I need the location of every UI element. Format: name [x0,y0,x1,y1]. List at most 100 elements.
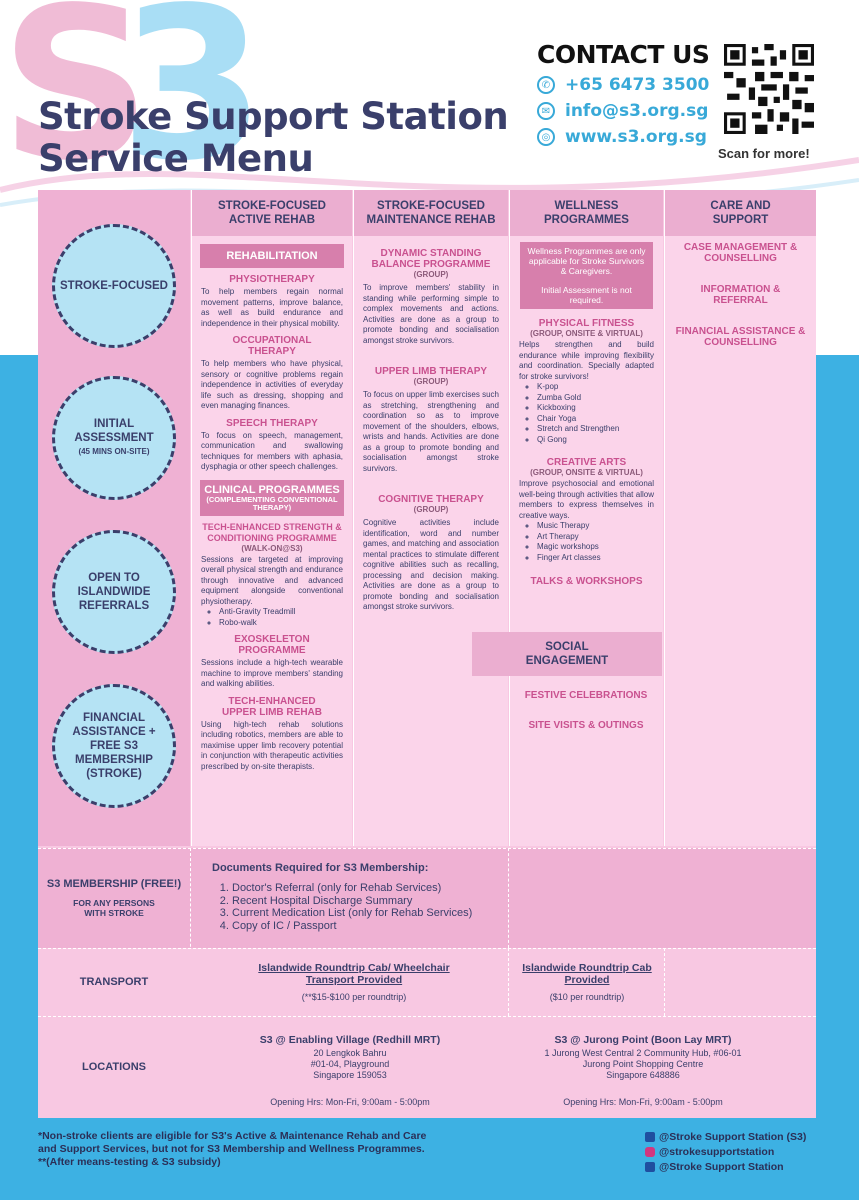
physical-fitness-body: Helps strengthen and build endurance whi… [519,340,654,381]
badge-financial-assistance: FINANCIAL ASSISTANCE + FREE S3 MEMBERSHI… [52,684,176,808]
column-header: CARE AND SUPPORT [665,190,816,236]
contact-section: CONTACT US ✆+65 6473 3500 ✉info@s3.org.s… [537,40,710,147]
qr-code-icon[interactable] [724,44,814,134]
membership-documents: Documents Required for S3 Membership: Do… [212,862,472,932]
social-links: @Stroke Support Station (S3) @strokesupp… [645,1130,806,1175]
location-enabling-village: S3 @ Enabling Village (Redhill MRT) 20 L… [259,1034,441,1108]
physical-fitness-title: PHYSICAL FITNESS [538,318,635,329]
tech-strength-sub: (WALK-ON@S3) [241,543,303,553]
list-item: Current Medication List (only for Rehab … [232,907,472,920]
divider [508,848,509,948]
cognitive-therapy-title: COGNITIVE THERAPY [378,494,484,505]
transport-label: TRANSPORT [79,976,149,988]
creative-arts-title: CREATIVE ARTS [546,457,627,468]
badge-initial-assessment: INITIAL ASSESSMENT (45 MINS ON-SITE) [52,376,176,500]
tech-strength-list: Anti-Gravity Treadmill Robo-walk [192,607,352,628]
email-icon: ✉ [537,102,555,120]
transport-option-2: Islandwide Roundtrip Cab Provided ($10 p… [522,962,652,1002]
dynamic-standing-body: To improve members' stability in standin… [363,283,499,345]
facebook-link[interactable]: @Stroke Support Station (S3) [645,1130,806,1145]
list-item: K-pop [537,382,663,393]
rehabilitation-bar: REHABILITATION [200,244,344,268]
transport-row [38,948,816,1016]
transport-option-1: Islandwide Roundtrip Cab/ Wheelchair Tra… [258,962,450,1002]
divider [508,948,509,1016]
group-label: (GROUP) [413,270,449,279]
list-item: Zumba Gold [537,393,663,404]
case-management: CASE MANAGEMENT & COUNSELLING [683,242,798,264]
tech-strength-title: TECH-ENHANCED STRENGTH & CONDITIONING PR… [202,521,342,543]
list-item: Anti-Gravity Treadmill [219,607,352,618]
upper-limb-rehab-body: Using high-tech rehab solutions includin… [201,719,343,771]
upper-limb-therapy-title: UPPER LIMB THERAPY [374,366,488,377]
physiotherapy-body: To help members regain normal movement p… [201,287,343,328]
tech-strength-body: Sessions are targeted at improving overa… [201,554,343,606]
exoskeleton-title: EXOSKELETON PROGRAMME [234,634,310,656]
exoskeleton-body: Sessions include a high-tech wearable ma… [201,658,343,688]
physiotherapy-title: PHYSIOTHERAPY [229,274,315,285]
list-item: Kickboxing [537,403,663,414]
email-row[interactable]: ✉info@s3.org.sg [537,101,709,121]
page-title: Stroke Support Station Service Menu [38,95,509,180]
speech-therapy-title: SPEECH THERAPY [226,417,318,429]
financial-assistance-counselling: FINANCIAL ASSISTANCE & COUNSELLING [675,326,806,348]
column-active-rehab: STROKE-FOCUSED ACTIVE REHAB REHABILITATI… [191,190,352,846]
facebook-icon [645,1132,655,1143]
column-header: STROKE-FOCUSED MAINTENANCE REHAB [354,190,508,236]
list-item: Magic workshops [537,542,663,553]
list-item: Chair Yoga [537,414,663,425]
list-item: Qi Gong [537,435,663,446]
column-header: STROKE-FOCUSED ACTIVE REHAB [192,190,352,236]
column-header: WELLNESS PROGRAMMES [510,190,663,236]
occupational-therapy-body: To help members who have physical, senso… [201,359,343,410]
clinical-programmes-bar: CLINICAL PROGRAMMES (COMPLEMENTING CONVE… [200,479,344,516]
badge-stroke-focused: STROKE-FOCUSED [52,224,176,348]
location-jurong-point: S3 @ Jurong Point (Boon Lay MRT) 1 Juron… [544,1034,742,1108]
creative-arts-body: Improve psychosocial and emotional well-… [519,479,654,520]
column-wellness: WELLNESS PROGRAMMES Wellness Programmes … [509,190,663,846]
column-maintenance-rehab: STROKE-FOCUSED MAINTENANCE REHAB DYNAMIC… [353,190,508,846]
list-item: Copy of IC / Passport [232,920,472,933]
group-label: (GROUP) [413,505,449,514]
information-referral: INFORMATION & REFERRAL [700,284,781,306]
contact-heading: CONTACT US [537,40,710,69]
divider [664,948,665,1016]
site-visits-outings: SITE VISITS & OUTINGS [528,720,644,731]
physical-fitness-sub: (GROUP, ONSITE & VIRTUAL) [530,329,643,338]
phone-row[interactable]: ✆+65 6473 3500 [537,75,709,95]
s3-logo: S3 [0,0,265,207]
footnotes: *Non-stroke clients are eligible for S3'… [38,1130,427,1168]
locations-row [38,1016,816,1118]
cognitive-therapy-body: Cognitive activities include identificat… [363,518,499,611]
instagram-link[interactable]: @strokesupportstation [645,1145,806,1160]
social-engagement-header: SOCIAL ENGAGEMENT [472,632,662,676]
creative-arts-list: Music Therapy Art Therapy Magic workshop… [510,521,663,563]
list-item: Recent Hospital Discharge Summary [232,895,472,908]
globe-icon: ◎ [537,128,555,146]
website-row[interactable]: ◎www.s3.org.sg [537,127,709,147]
festive-celebrations: FESTIVE CELEBRATIONS [524,690,648,701]
list-item: Music Therapy [537,521,663,532]
locations-label: LOCATIONS [82,1061,146,1073]
physical-fitness-list: K-pop Zumba Gold Kickboxing Chair Yoga S… [510,382,663,445]
dynamic-standing-title: DYNAMIC STANDING BALANCE PROGRAMME [371,248,491,270]
column-care-support: CARE AND SUPPORT CASE MANAGEMENT & COUNS… [664,190,816,846]
phone-icon: ✆ [537,76,555,94]
badge-islandwide-referrals: OPEN TO ISLANDWIDE REFERRALS [52,530,176,654]
list-item: Stretch and Strengthen [537,424,663,435]
speech-therapy-body: To focus on speech, management, communic… [201,430,343,472]
list-item: Doctor's Referral (only for Rehab Servic… [232,882,472,895]
list-item: Robo-walk [219,618,352,629]
linkedin-icon [645,1162,655,1173]
membership-label: S3 MEMBERSHIP (FREE!) FOR ANY PERSONS WI… [46,878,182,918]
upper-limb-rehab-title: TECH-ENHANCED UPPER LIMB REHAB [221,695,322,718]
wellness-note: Wellness Programmes are only applicable … [520,242,653,309]
group-label: (GROUP) [413,377,449,386]
upper-limb-therapy-body: To focus on upper limb exercises such as… [363,390,499,473]
linkedin-link[interactable]: @Stroke Support Station [645,1160,806,1175]
creative-arts-sub: (GROUP, ONSITE & VIRTUAL) [530,468,643,477]
qr-label: Scan for more! [718,146,810,161]
occupational-therapy-title: OCCUPATIONAL THERAPY [232,335,312,357]
membership-row [38,848,816,948]
talks-workshops: TALKS & WORKSHOPS [530,576,643,587]
